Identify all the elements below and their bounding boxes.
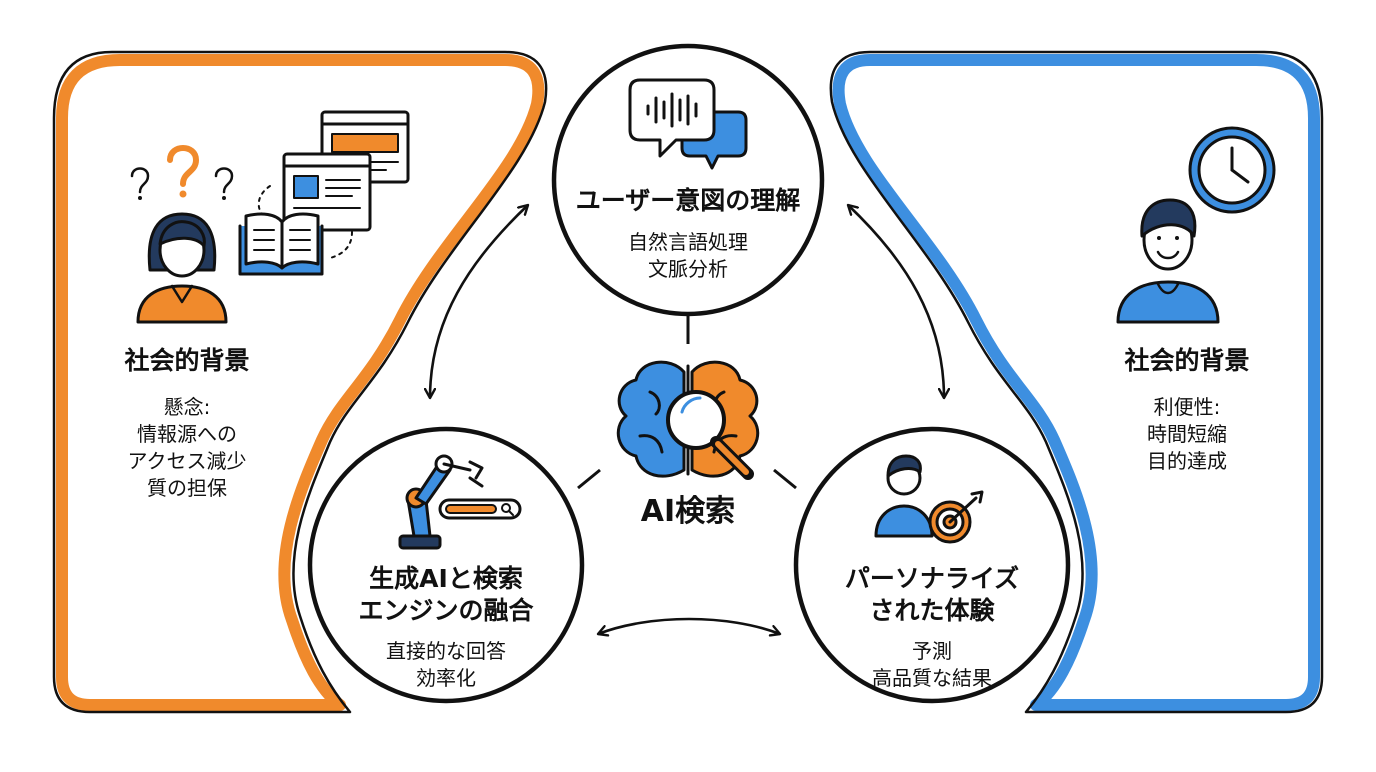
arrow-top-left [430, 205, 528, 398]
left-panel-title: 社会的背景 [124, 346, 250, 375]
brain-magnifier-icon [616, 360, 760, 480]
left-panel-line-1: 懸念: [163, 395, 211, 419]
left-circle-title-line-1: 生成AIと検索 [369, 564, 523, 593]
right-panel-line-3: 目的達成 [1147, 449, 1227, 473]
left-panel-line-3: アクセス減少 [127, 449, 247, 473]
top-circle-line-1: 自然言語処理 [628, 230, 748, 254]
center-title: AI検索 [640, 494, 736, 529]
left-circle [307, 426, 585, 704]
documents-book-icon [238, 110, 410, 276]
user-target-icon [874, 454, 984, 544]
robot-arm-icon [398, 454, 522, 550]
arrow-bottom [598, 617, 780, 634]
left-panel-line-4: 質の担保 [147, 476, 227, 500]
right-panel-title: 社会的背景 [1124, 346, 1250, 375]
right-circle-title-line-1: パーソナライズ [844, 564, 1020, 593]
smiling-person-icon [1116, 198, 1220, 324]
right-circle [793, 426, 1071, 704]
right-panel-line-2: 時間短縮 [1147, 422, 1227, 446]
clock-icon [1188, 126, 1276, 214]
person-question-icon [130, 145, 234, 324]
left-panel-line-2: 情報源への [137, 422, 237, 446]
arrow-top-right [848, 205, 944, 398]
top-circle-title: ユーザー意図の理解 [575, 186, 801, 215]
left-circle-line-2: 効率化 [416, 666, 476, 690]
connector-left [577, 468, 601, 490]
right-circle-line-2: 高品質な結果 [872, 666, 992, 690]
top-circle-line-2: 文脈分析 [648, 257, 728, 281]
connector-right [773, 468, 797, 490]
right-panel-border [829, 50, 1324, 714]
right-circle-line-1: 予測 [912, 639, 952, 663]
left-panel-border [52, 50, 548, 714]
right-circle-title-line-2: された体験 [869, 596, 995, 625]
right-panel-line-1: 利便性: [1153, 395, 1221, 419]
left-circle-title-line-2: エンジンの融合 [358, 596, 534, 625]
chat-bubbles-icon [628, 78, 748, 170]
left-circle-line-1: 直接的な回答 [386, 639, 506, 663]
top-circle [551, 43, 825, 317]
